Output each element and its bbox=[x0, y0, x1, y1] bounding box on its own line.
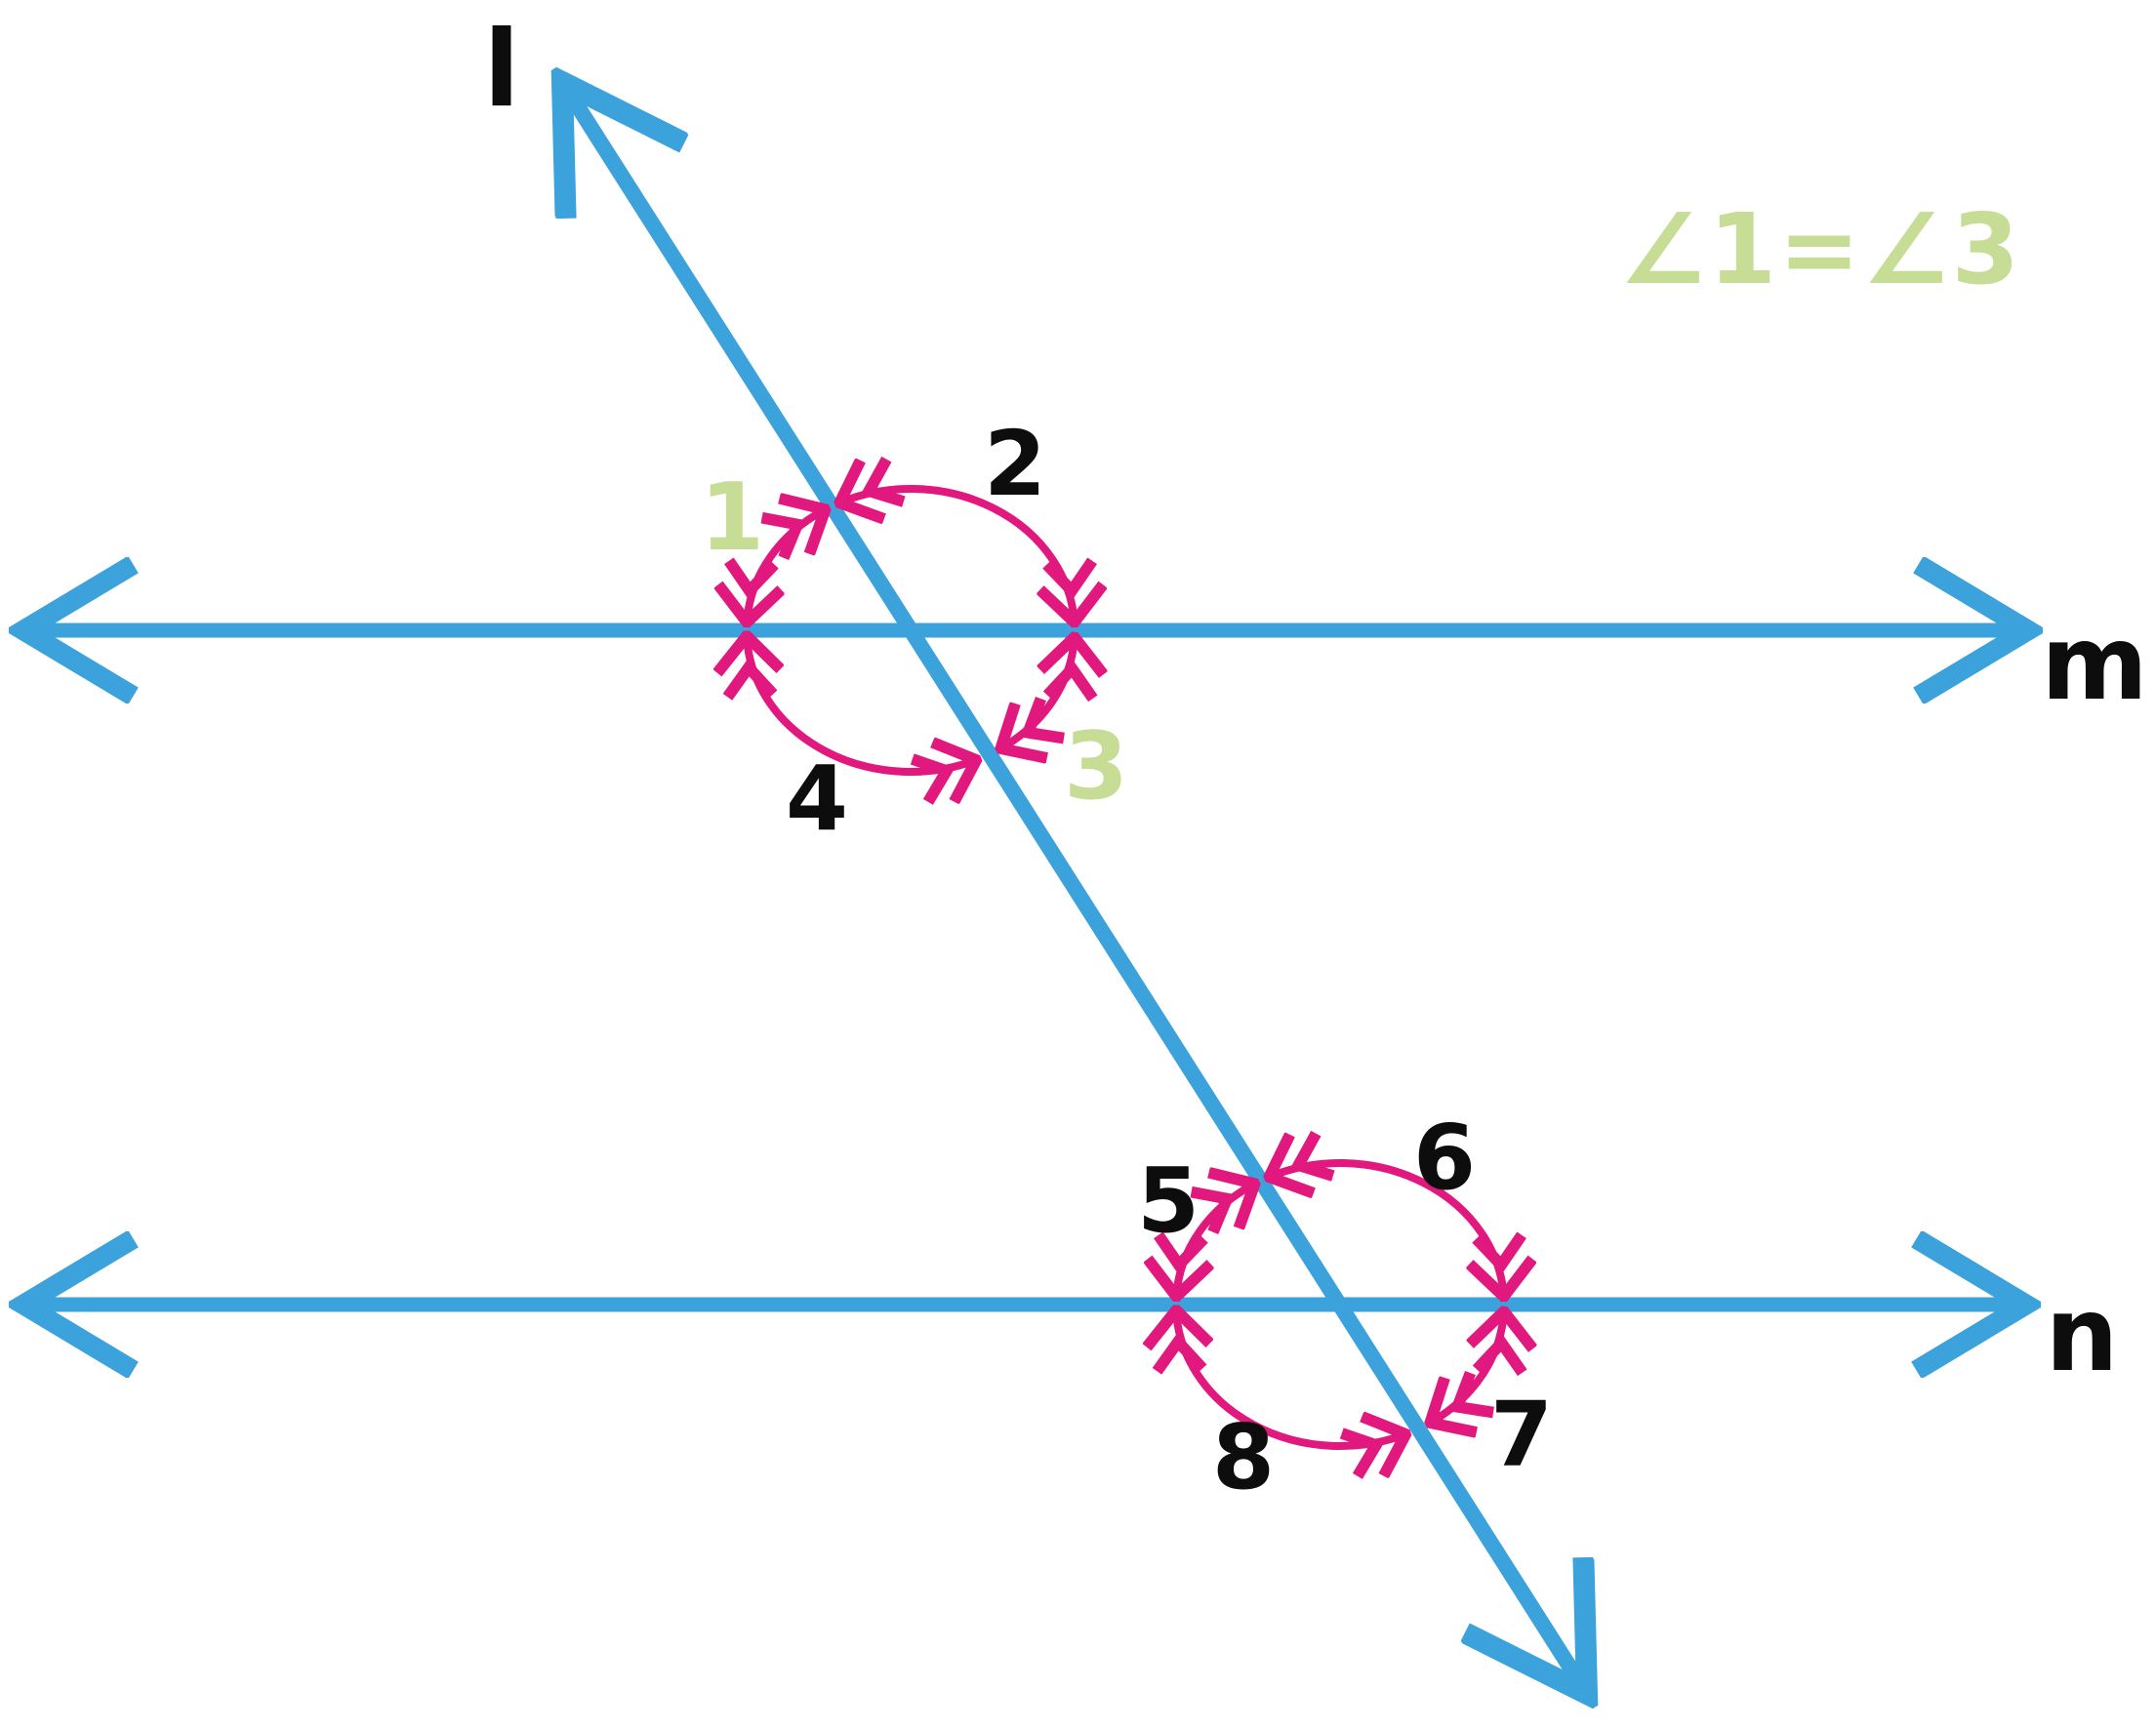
angle-label-6: 6 bbox=[1413, 1106, 1476, 1210]
angle-label-4: 4 bbox=[786, 746, 848, 851]
angle-arc-8 bbox=[1176, 1312, 1403, 1446]
angle-arc-5 bbox=[1176, 1185, 1253, 1295]
transversal-line-l bbox=[562, 82, 1587, 1694]
angle-label-5: 5 bbox=[1137, 1148, 1200, 1253]
angle-arc-3 bbox=[1002, 639, 1075, 747]
line-label-l: l bbox=[483, 9, 519, 131]
line-label-m: m bbox=[2041, 604, 2147, 723]
annotation-angle-equality: ∠1=∠3 bbox=[1619, 192, 2021, 306]
angle-label-2: 2 bbox=[984, 412, 1046, 516]
line-label-n: n bbox=[2046, 1275, 2119, 1394]
angle-arc-1 bbox=[747, 510, 824, 621]
angle-arc-2 bbox=[841, 489, 1075, 621]
angle-label-7: 7 bbox=[1490, 1383, 1553, 1487]
angle-arc-7 bbox=[1432, 1313, 1504, 1422]
angle-label-3: 3 bbox=[1064, 713, 1128, 821]
angle-arc-4 bbox=[747, 638, 974, 772]
angle-arc-6 bbox=[1271, 1163, 1504, 1295]
angle-label-8: 8 bbox=[1212, 1405, 1275, 1509]
angle-label-1: 1 bbox=[700, 464, 764, 572]
